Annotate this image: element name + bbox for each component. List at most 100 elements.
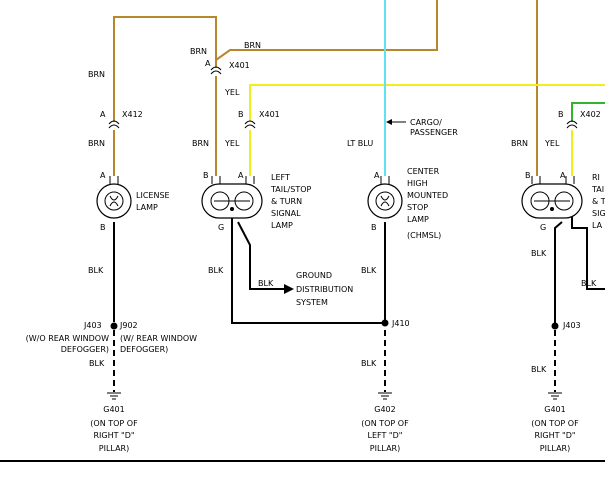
license-lamp-label: LICENSE LAMP [136, 191, 170, 212]
svg-text:SYSTEM: SYSTEM [296, 298, 328, 307]
connector-x401-yel [244, 120, 256, 129]
label-j902: J902 [119, 321, 138, 330]
svg-text:RIGHT "D": RIGHT "D" [534, 431, 575, 440]
splice-j403-j902 [110, 322, 118, 330]
svg-text:G401: G401 [103, 405, 124, 414]
label-chmsl-pin-b: B [371, 223, 377, 232]
label-brn-left-lamp: BRN [192, 139, 209, 148]
j902-option-note: (W/ REAR WINDOW DEFOGGER) [120, 334, 197, 354]
wire-grn-right [571, 102, 605, 122]
connector-x401-top [210, 66, 222, 75]
svg-text:MOUNTED: MOUNTED [407, 191, 448, 200]
svg-text:STOP: STOP [407, 203, 428, 212]
label-yel-top: YEL [224, 88, 240, 97]
label-left-pin-b: B [203, 171, 209, 180]
splice-j410 [381, 319, 389, 327]
cargo-passenger-note: CARGO/ PASSENGER [410, 118, 458, 137]
svg-text:(ON TOP OF: (ON TOP OF [531, 419, 579, 428]
label-yel-left-lamp: YEL [224, 139, 240, 148]
label-j403: J403 [83, 321, 102, 330]
svg-text:TAI: TAI [591, 185, 604, 194]
wire-blk-to-ground [113, 330, 556, 392]
label-brn-top: BRN [244, 41, 261, 50]
svg-text:G402: G402 [374, 405, 395, 414]
chmsl-label: CENTER HIGH MOUNTED STOP LAMP (CHMSL) [407, 167, 448, 240]
svg-text:LICENSE: LICENSE [136, 191, 170, 200]
chmsl-lamp [367, 176, 403, 219]
label-blk-ground-dist: BLK [258, 279, 274, 288]
svg-text:LAMP: LAMP [407, 215, 429, 224]
arrow-icon [386, 119, 392, 125]
label-left-pin-a: A [238, 171, 244, 180]
svg-text:(ON TOP OF: (ON TOP OF [90, 419, 138, 428]
label-right-pin-b: B [525, 171, 531, 180]
wire-blk-left-lamp [231, 214, 385, 324]
j403-option-note: (W/O REAR WINDOW DEFOGGER) [26, 334, 109, 354]
wire-brn-top [215, 0, 438, 61]
label-blk-left-lamp: BLK [208, 266, 224, 275]
label-right-pin-g: G [540, 223, 546, 232]
label-brn-license-top: BRN [88, 70, 105, 79]
label-brn-right: BRN [511, 139, 528, 148]
wire-blk-right [554, 214, 605, 323]
svg-text:TAIL/STOP: TAIL/STOP [270, 185, 312, 194]
svg-text:PILLAR): PILLAR) [540, 444, 570, 453]
label-pin-a-x401: A [205, 59, 211, 68]
svg-text:(ON TOP OF: (ON TOP OF [361, 419, 409, 428]
label-x412: X412 [122, 110, 143, 119]
label-blk-right-lower: BLK [531, 365, 547, 374]
connector-x412 [108, 120, 120, 129]
label-blk-chmsl-lower: BLK [361, 359, 377, 368]
ground-g401-left-label: G401 (ON TOP OF RIGHT "D" PILLAR) [90, 405, 138, 453]
ground-g401-right-label: G401 (ON TOP OF RIGHT "D" PILLAR) [531, 405, 579, 453]
svg-text:DISTRIBUTION: DISTRIBUTION [296, 285, 353, 294]
right-tail-lamp [521, 176, 583, 219]
svg-text:CARGO/: CARGO/ [410, 118, 442, 127]
label-license-pin-b: B [100, 223, 106, 232]
label-pin-b-x402: B [558, 110, 564, 119]
ground-distribution-note: GROUND DISTRIBUTION SYSTEM [296, 271, 353, 307]
svg-text:GROUND: GROUND [296, 271, 332, 280]
label-brn-x401: BRN [190, 47, 207, 56]
label-left-pin-g: G [218, 223, 224, 232]
label-yel-right: YEL [544, 139, 560, 148]
svg-text:RI: RI [592, 173, 600, 182]
arrow-icon [284, 284, 294, 294]
label-x401-yel: X401 [259, 110, 280, 119]
svg-text:G401: G401 [544, 405, 565, 414]
label-blk-license: BLK [88, 266, 104, 275]
label-right-pin-a: A [560, 171, 566, 180]
svg-text:SIGNAL: SIGNAL [271, 209, 301, 218]
svg-text:& TURN: & TURN [271, 197, 302, 206]
label-blk-right: BLK [531, 249, 547, 258]
svg-text:PILLAR): PILLAR) [370, 444, 400, 453]
wire-yel-left [249, 84, 605, 176]
left-tail-lamp-label: LEFT TAIL/STOP & TURN SIGNAL LAMP [270, 173, 312, 230]
label-j410: J410 [391, 319, 410, 328]
label-j403-right: J403 [562, 321, 581, 330]
svg-text:DEFOGGER): DEFOGGER) [61, 345, 109, 354]
splice-j403-right [551, 322, 559, 330]
svg-text:SIG: SIG [592, 209, 605, 218]
svg-text:LEFT: LEFT [271, 173, 290, 182]
license-lamp [96, 176, 132, 219]
label-license-pin-a: A [100, 171, 106, 180]
svg-text:LEFT "D": LEFT "D" [368, 431, 403, 440]
label-x402: X402 [580, 110, 601, 119]
svg-text:& T: & T [592, 197, 605, 206]
label-lt-blu: LT BLU [347, 139, 373, 148]
svg-text:PASSENGER: PASSENGER [410, 128, 458, 137]
label-x401-top: X401 [229, 61, 250, 70]
svg-text:LAMP: LAMP [136, 203, 158, 212]
ground-g402-icon [378, 392, 392, 400]
svg-text:RIGHT "D": RIGHT "D" [93, 431, 134, 440]
svg-text:(W/O REAR WINDOW: (W/O REAR WINDOW [26, 334, 109, 343]
svg-text:HIGH: HIGH [407, 179, 428, 188]
svg-text:LAMP: LAMP [271, 221, 293, 230]
connector-x402-right [566, 120, 578, 129]
svg-text:PILLAR): PILLAR) [99, 444, 129, 453]
label-blk-license-lower: BLK [89, 359, 105, 368]
label-chmsl-pin-a: A [374, 171, 380, 180]
ground-g401-right-icon [548, 392, 562, 400]
